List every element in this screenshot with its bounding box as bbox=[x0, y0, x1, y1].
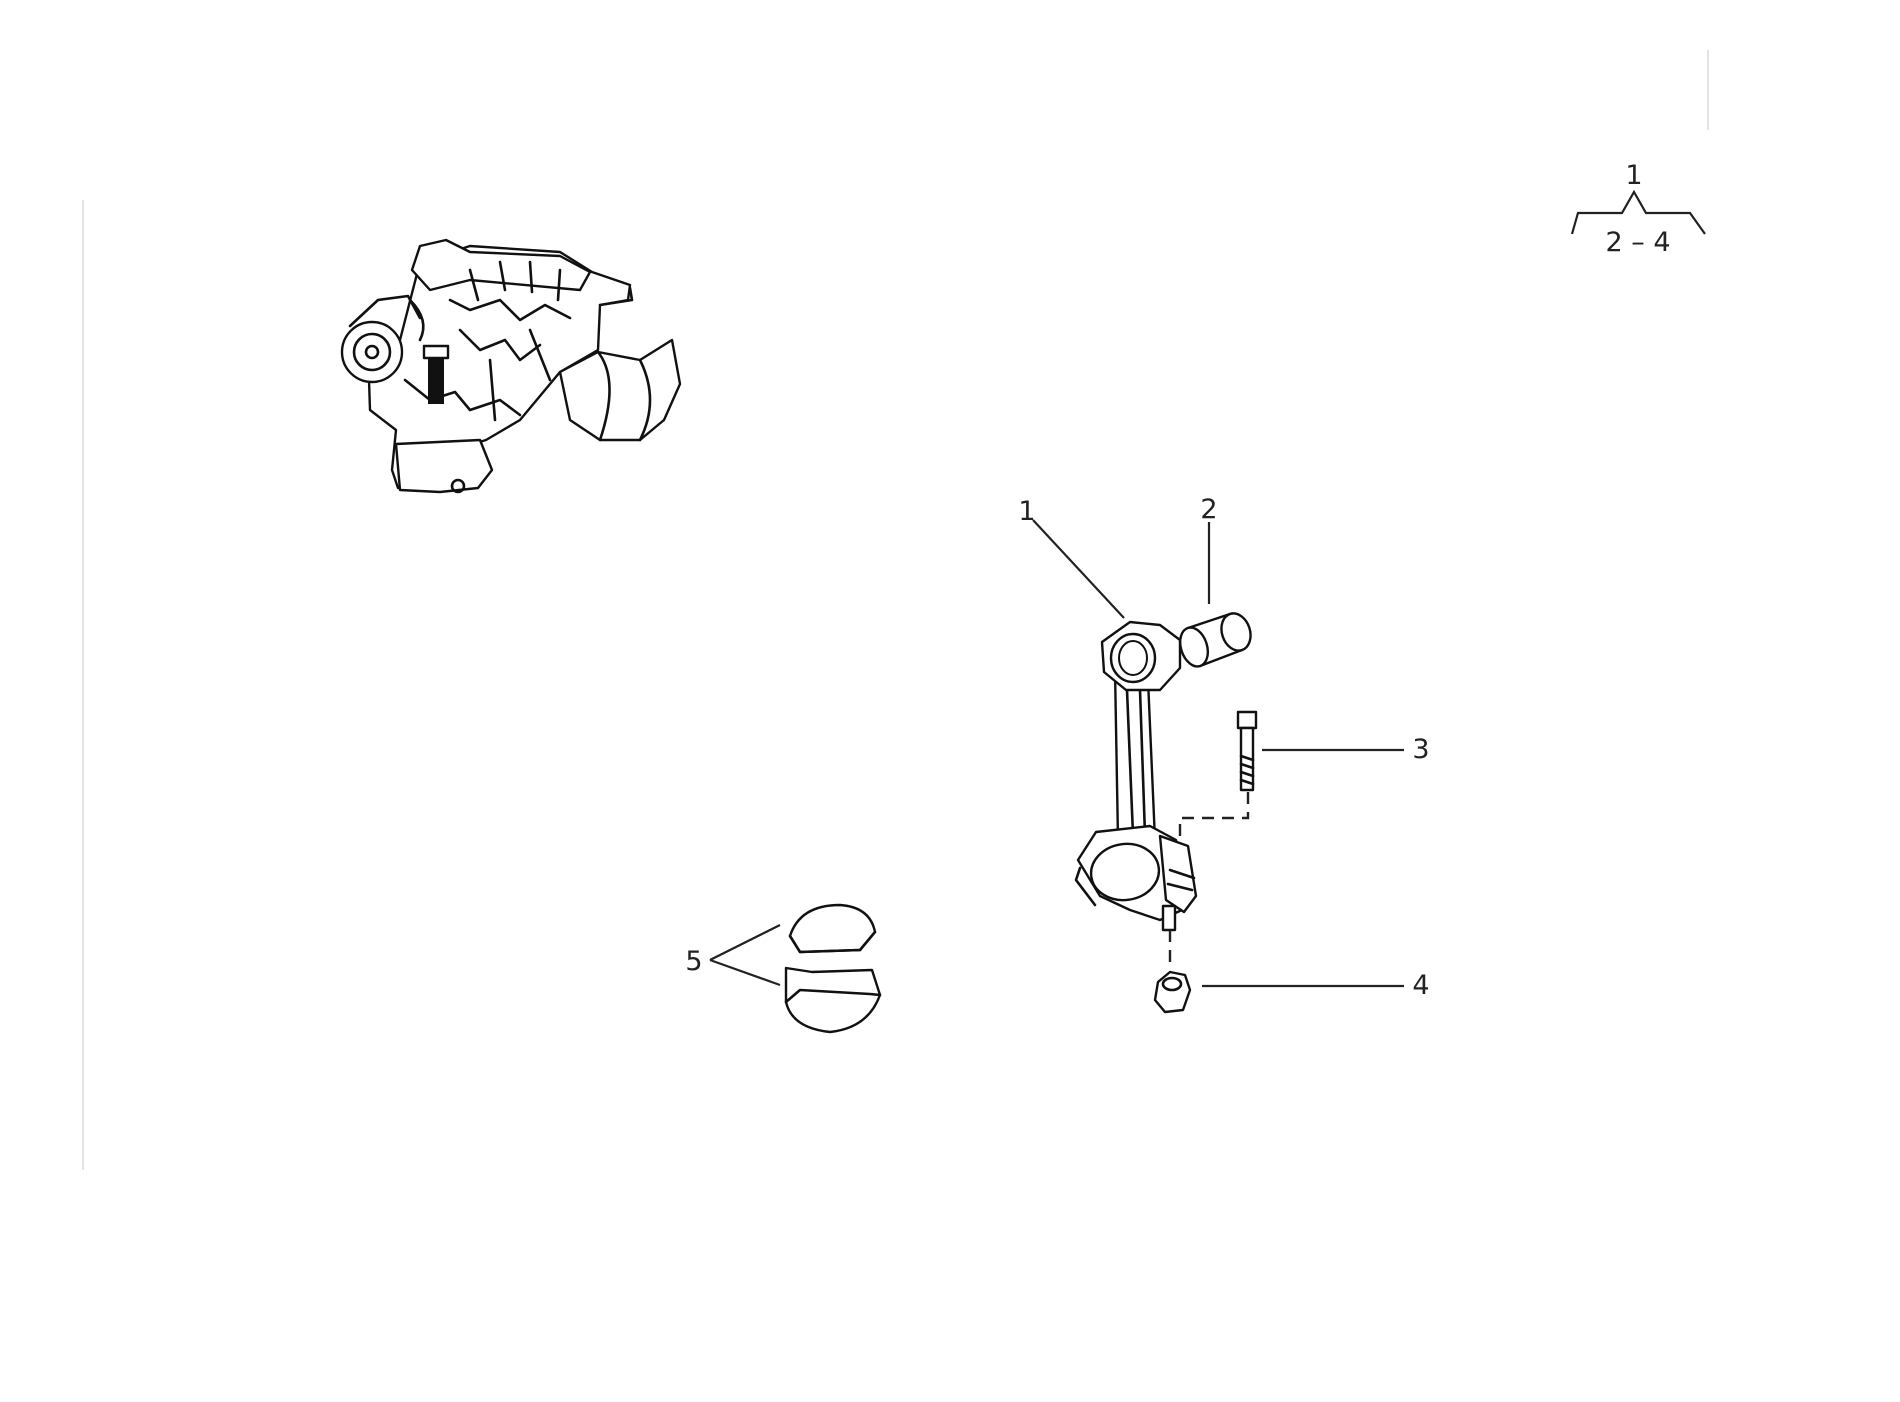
callout-1: 1 bbox=[1018, 496, 1035, 527]
bearing-shell-icon bbox=[784, 903, 882, 1034]
callout-3: 3 bbox=[1412, 734, 1429, 765]
bolt-icon bbox=[1236, 710, 1258, 792]
scan-artifacts bbox=[82, 50, 1709, 1170]
callout-2: 2 bbox=[1200, 494, 1217, 525]
legend-brace bbox=[1570, 189, 1706, 235]
assembly-legend: 1 2 – 4 bbox=[1570, 160, 1706, 258]
nut-icon bbox=[1153, 970, 1192, 1014]
bushing-icon bbox=[1178, 612, 1252, 668]
legend-range: 2 – 4 bbox=[1605, 227, 1670, 258]
callout-4: 4 bbox=[1412, 970, 1429, 1001]
assembly-dash-lines bbox=[1168, 792, 1250, 970]
leader-lines bbox=[709, 519, 1404, 988]
callout-5: 5 bbox=[685, 946, 702, 977]
callout-numbers: 1 2 3 4 5 bbox=[685, 494, 1429, 1001]
legend-top-number: 1 bbox=[1625, 160, 1642, 191]
connecting-rod-icon bbox=[1074, 620, 1198, 932]
engine-assembly-icon bbox=[340, 238, 682, 494]
